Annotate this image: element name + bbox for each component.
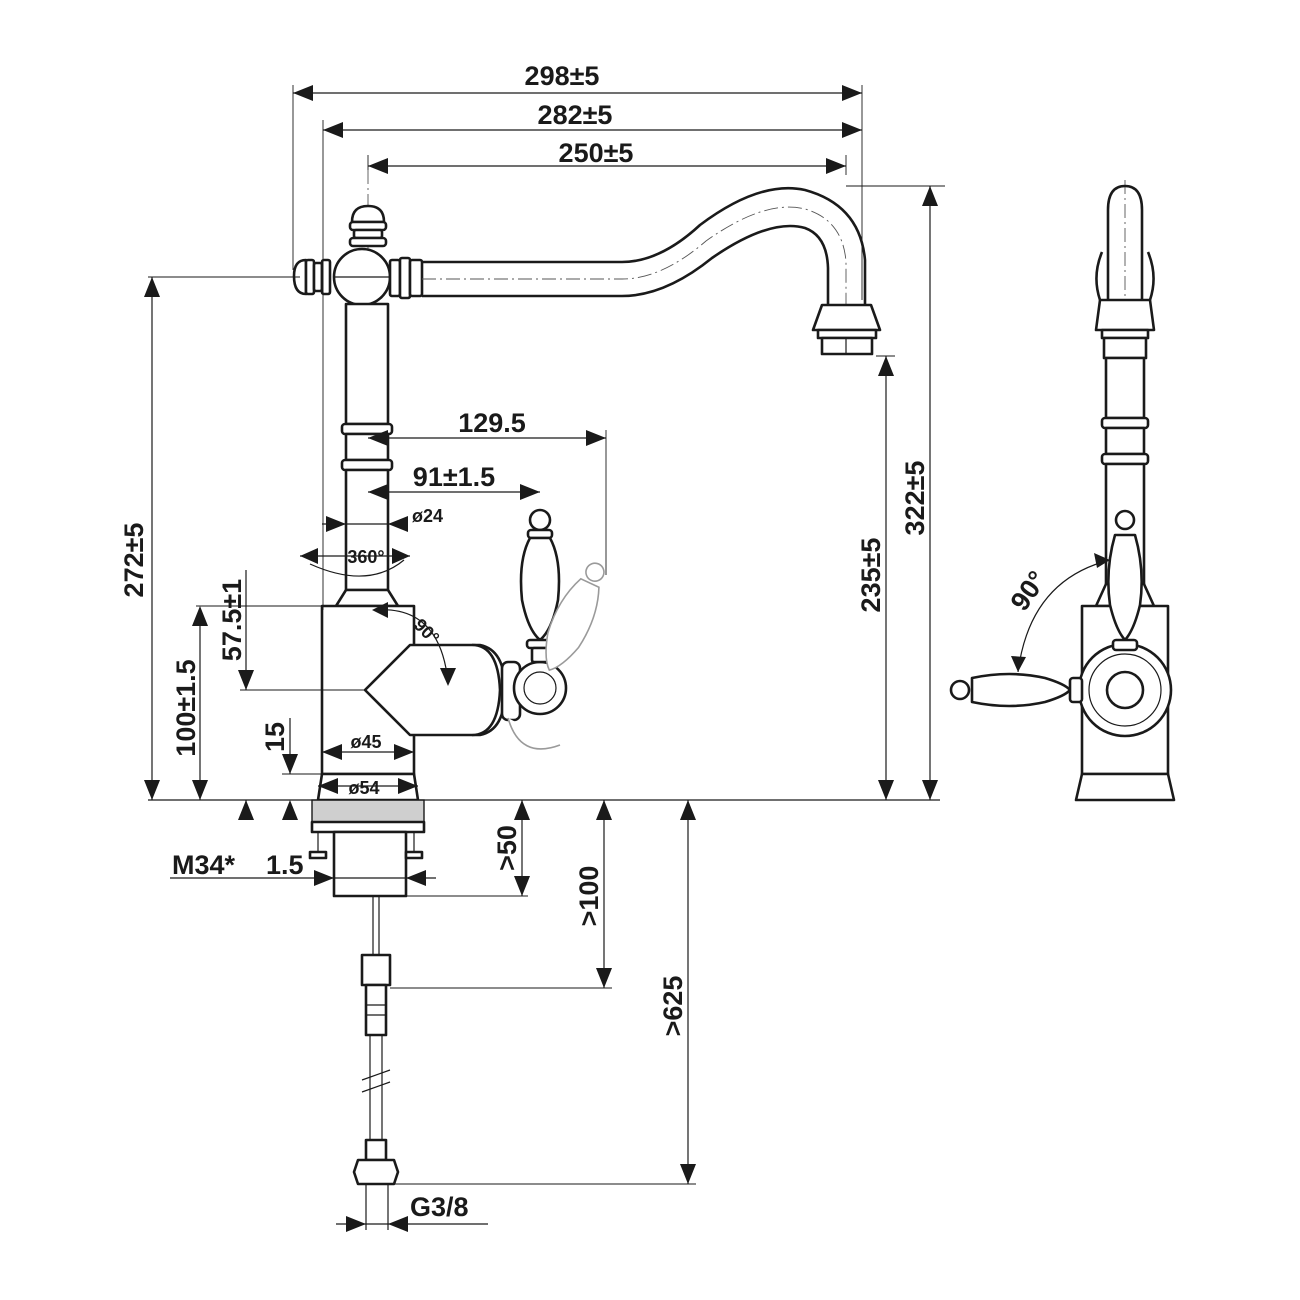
dim-g3-8: G3/8 [410,1192,469,1222]
dim-100: 100±1.5 [171,659,201,756]
dim-272: 272±5 [119,523,149,598]
dim-235: 235±5 [856,538,886,613]
dim-over-50: >50 [492,825,522,871]
dim-over-100: >100 [574,866,604,927]
spout [422,186,867,305]
handle-hub [500,660,568,722]
front-view [292,170,882,1230]
dim-322: 322±5 [900,461,930,536]
dim-dia-24: ø24 [412,506,443,526]
side-view [949,180,1176,802]
dim-250: 250±5 [559,138,634,168]
dim-90-side: 90° [1005,566,1053,617]
side-knob-left [292,258,332,296]
dim-thread-pitch: 1.5 [266,850,304,880]
dim-dia-45: ø45 [350,732,381,752]
dim-91: 91±1.5 [413,462,495,492]
dim-dia-54: ø54 [348,778,379,798]
top-finial [348,204,388,248]
dim-m34: M34* [172,850,236,880]
dim-over-625: >625 [658,976,688,1037]
dim-129-5: 129.5 [458,408,526,438]
flex-hose [352,896,400,1230]
lever-handle-ghost [545,562,605,671]
dim-360: 360° [347,547,384,567]
dim-15: 15 [260,722,290,752]
aerator [811,303,882,356]
column [334,302,400,608]
dimension-lines [144,85,945,1232]
dim-298: 298±5 [525,61,600,91]
dim-282: 282±5 [538,100,613,130]
ghost-arc [507,717,561,750]
base [308,772,426,898]
spout-collar [388,256,424,300]
dim-57-5: 57.5±1 [217,579,247,661]
